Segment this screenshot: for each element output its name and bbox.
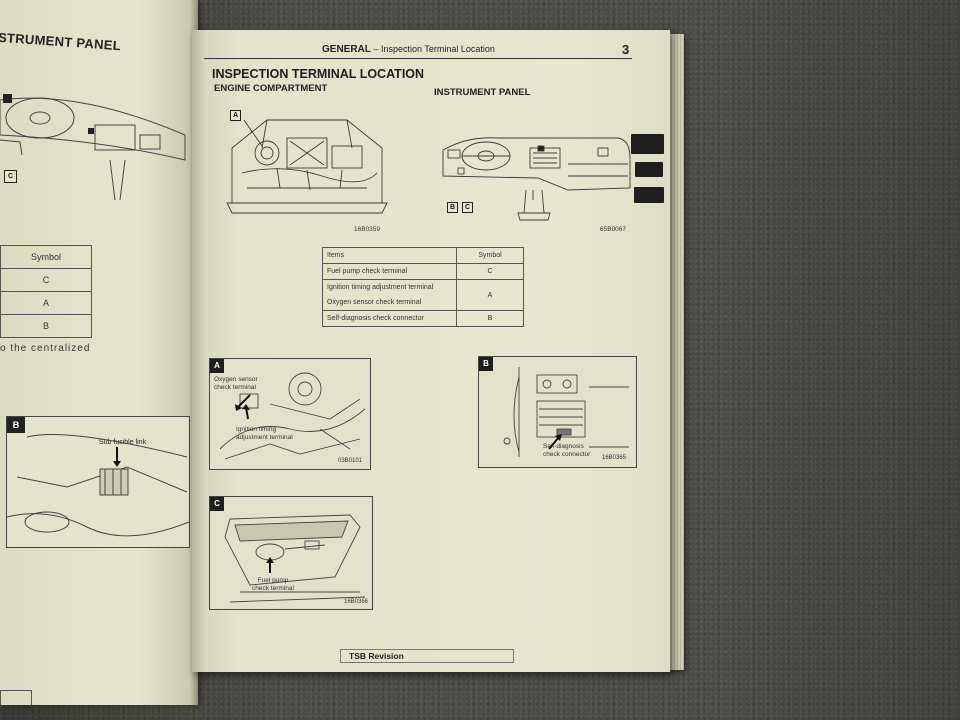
- table-cell-item: Oxygen sensor check terminal: [322, 295, 457, 311]
- detail-a-code: 03B0101: [338, 458, 363, 464]
- engine-label-a: A: [230, 110, 241, 121]
- detail-c-drawing: [224, 514, 366, 603]
- engine-figure-code: 16B0359: [354, 226, 381, 233]
- engine-compartment-heading: ENGINE COMPARTMENT: [214, 83, 328, 94]
- left-body-text: o the centralized: [0, 343, 91, 354]
- detail-figure-c: C Fuel pump check terminal 16B0366: [209, 496, 373, 610]
- table-cell-item: Fuel pump check terminal: [322, 263, 457, 280]
- section-tabs: [631, 134, 664, 211]
- left-symbol-table: Symbol C A B: [0, 245, 92, 338]
- detail-c-tag: C: [210, 497, 224, 511]
- fusible-link-drawing: [7, 434, 189, 537]
- left-dashboard-diagram: [0, 94, 186, 200]
- table-cell-symbol: A: [456, 279, 524, 311]
- table-header-items: Items: [322, 247, 457, 264]
- engine-compartment-figure: [226, 119, 388, 214]
- detail-figure-b: B Self-diagnosis check connector 16B0365: [478, 356, 637, 468]
- section-tab: [635, 162, 663, 177]
- table-header-row: Items Symbol: [322, 247, 524, 264]
- header-rule: [204, 58, 632, 59]
- detail-c-code: 16B0366: [344, 599, 369, 605]
- detail-a-callout-oxygen: Oxygen sensor check terminal: [214, 376, 258, 391]
- inspection-terminal-table: Items Symbol Fuel pump check terminal C …: [322, 247, 524, 327]
- detail-a-callout-ignition: Ignition timing adjustment terminal: [236, 426, 293, 441]
- left-table-header: Symbol: [0, 245, 92, 269]
- detail-figure-a: A Oxygen sensor check terminal Ignition …: [209, 358, 371, 470]
- instrument-panel-heading: INSTRUMENT PANEL: [434, 87, 531, 98]
- detail-b-tag: B: [479, 357, 493, 371]
- table-cell-symbol: B: [456, 310, 524, 327]
- detail-a-tag: A: [210, 359, 224, 373]
- header-separator: –: [373, 44, 379, 54]
- section-tab: [634, 187, 664, 203]
- left-figure-b: B Sub fusible link: [6, 416, 190, 548]
- table-row: Fuel pump check terminal C: [322, 263, 524, 280]
- detail-b-callout: Self-diagnosis check connector: [543, 443, 591, 458]
- left-label-c: C: [4, 170, 17, 183]
- left-figure-b-tag: B: [7, 417, 25, 433]
- page-header: GENERAL – Inspection Terminal Location: [322, 44, 495, 55]
- header-section: GENERAL: [322, 44, 371, 55]
- table-row: Ignition timing adjustment terminal A: [322, 279, 524, 311]
- table-header-symbol: Symbol: [456, 247, 524, 264]
- instrument-figure-code: 65B0067: [600, 226, 627, 233]
- right-page: GENERAL – Inspection Terminal Location 3…: [192, 30, 670, 672]
- left-table-cell: C: [0, 268, 92, 292]
- detail-b-drawing: [503, 367, 629, 457]
- instrument-panel-figure: [442, 137, 631, 221]
- table-cell-symbol: C: [456, 263, 524, 280]
- page-number: 3: [622, 42, 630, 57]
- left-footer-box: [0, 690, 32, 705]
- instrument-label-b: B: [447, 202, 458, 213]
- left-table-cell: A: [0, 291, 92, 315]
- left-page-title: STRUMENT PANEL: [0, 29, 122, 54]
- table-row: Self-diagnosis check connector B: [322, 310, 524, 327]
- detail-c-callout: Fuel pump check terminal: [252, 577, 294, 592]
- instrument-label-c: C: [462, 202, 473, 213]
- table-cell-item: Ignition timing adjustment terminal: [322, 279, 457, 295]
- detail-b-code: 16B0365: [602, 455, 627, 461]
- header-topic: Inspection Terminal Location: [380, 44, 495, 54]
- table-cell-item: Self-diagnosis check connector: [322, 310, 457, 327]
- section-tab: [631, 134, 664, 154]
- detail-a-drawing: [219, 372, 366, 460]
- tsb-revision-footer: TSB Revision: [340, 649, 514, 663]
- left-table-cell: B: [0, 314, 92, 338]
- left-page: STRUMENT PANEL C Symbol C A B o the cent…: [0, 0, 198, 705]
- page-stack-edge: [666, 34, 684, 670]
- page-title: INSPECTION TERMINAL LOCATION: [212, 67, 425, 81]
